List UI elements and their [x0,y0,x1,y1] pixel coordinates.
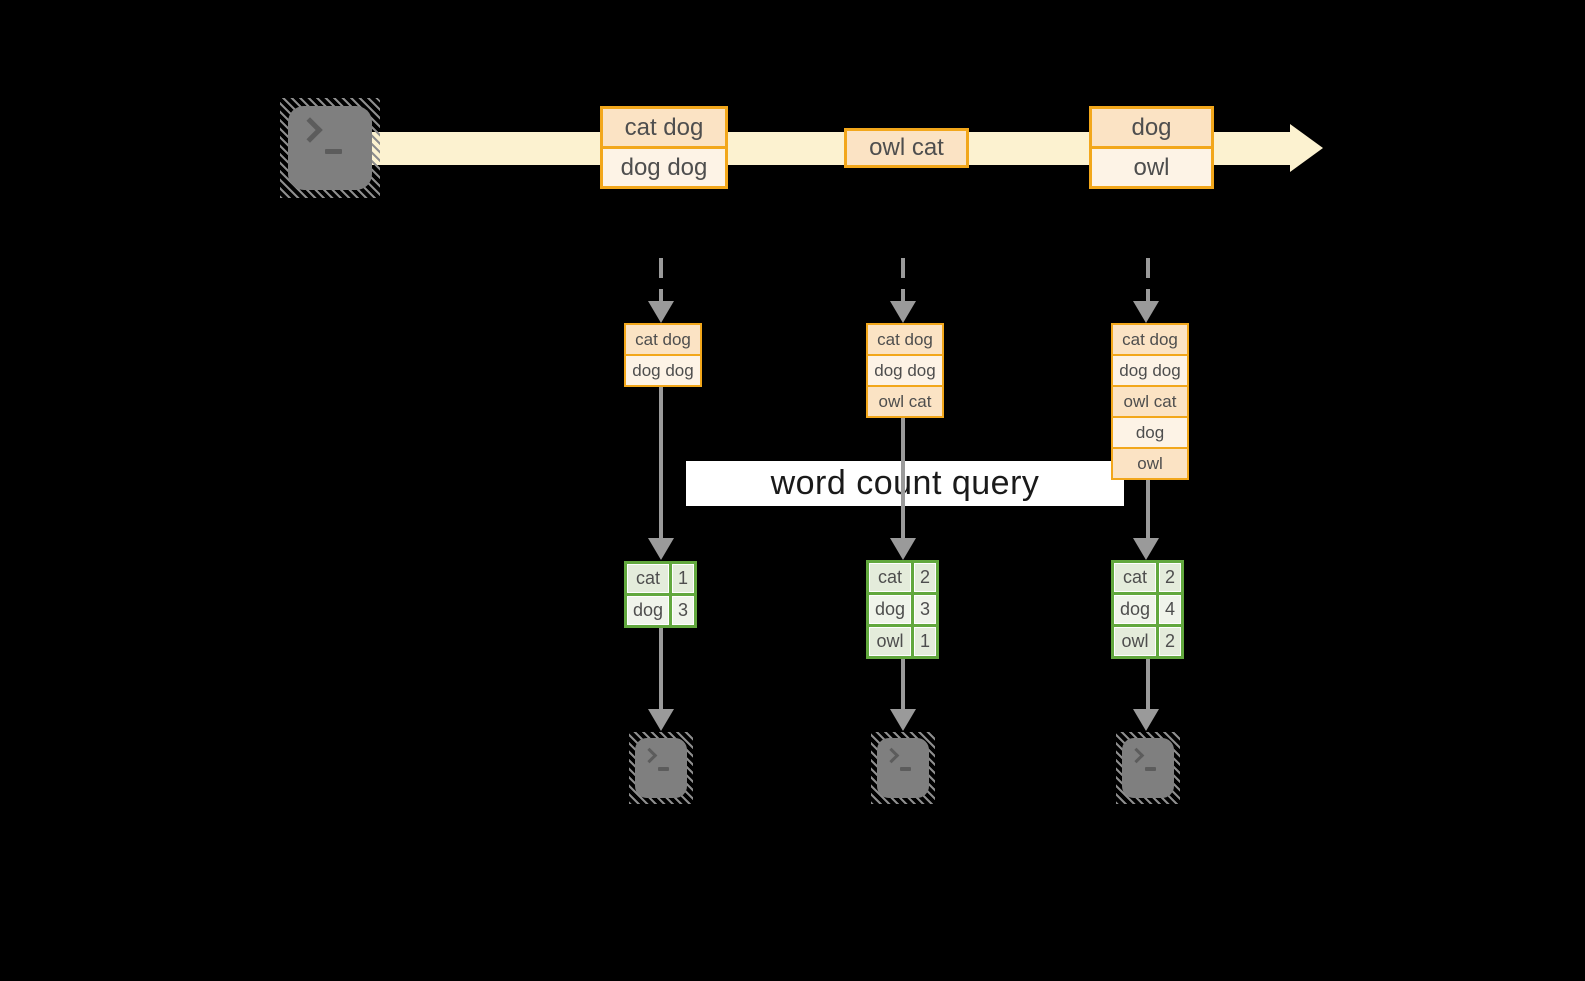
prompt-chevron-icon [883,747,900,764]
count-word-cell: cat [869,563,911,592]
state-line: owl [1113,449,1187,478]
state-line: cat dog [868,325,942,354]
count-value-cell: 1 [672,564,694,593]
sink-arrow [659,628,663,711]
state-box-2: cat dog dog dog owl cat [866,323,944,418]
query-arrow-head [648,538,674,560]
state-line: cat dog [1113,325,1187,354]
prompt-cursor-icon [900,767,911,771]
state-box-1: cat dog dog dog [624,323,702,387]
stream-event-box-2: owl cat [844,128,969,168]
prompt-cursor-icon [658,767,669,771]
stream-source-terminal-icon [280,98,380,198]
count-word-cell: owl [869,627,911,656]
count-word-cell: cat [1114,563,1156,592]
count-value-cell: 1 [914,627,936,656]
count-value-cell: 3 [914,595,936,624]
state-line: cat dog [626,325,700,354]
state-line: dog [1113,418,1187,447]
sink-arrow-head [648,709,674,731]
sink-terminal-icon-3 [1116,732,1180,804]
count-word-cell: cat [627,564,669,593]
state-input-arrow [659,258,663,304]
state-input-arrow [1146,258,1150,304]
terminal-body [288,106,372,190]
state-input-arrow-head [648,301,674,323]
count-word-cell: owl [1114,627,1156,656]
count-value-cell: 2 [914,563,936,592]
count-word-cell: dog [869,595,911,624]
event-line: dog dog [603,149,725,186]
state-input-arrow-head [1133,301,1159,323]
query-label: word count query [770,464,1040,502]
count-value-cell: 2 [1159,563,1181,592]
prompt-chevron-icon [1128,747,1145,764]
query-arrow [1146,480,1150,540]
count-value-cell: 2 [1159,627,1181,656]
state-box-3: cat dog dog dog owl cat dog owl [1111,323,1189,480]
query-banner: word count query [686,461,1124,506]
state-input-arrow-head [890,301,916,323]
sink-terminal-icon-2 [871,732,935,804]
count-table-3: cat 2 dog 4 owl 2 [1111,560,1184,659]
stream-event-box-3: dog owl [1089,106,1214,189]
query-arrow [659,387,663,540]
query-arrow [901,418,905,540]
prompt-cursor-icon [1145,767,1156,771]
state-line: owl cat [1113,387,1187,416]
stream-arrow-head [1290,124,1323,172]
event-line: dog [1092,109,1211,146]
prompt-chevron-icon [297,117,323,143]
count-value-cell: 4 [1159,595,1181,624]
count-value-cell: 3 [672,596,694,625]
event-line: cat dog [603,109,725,146]
state-line: dog dog [1113,356,1187,385]
count-word-cell: dog [627,596,669,625]
terminal-body [877,738,929,798]
query-arrow-head [890,538,916,560]
event-line: owl cat [847,131,966,165]
terminal-body [1122,738,1174,798]
sink-arrow [901,659,905,711]
count-table-1: cat 1 dog 3 [624,561,697,628]
query-arrow-head [1133,538,1159,560]
prompt-chevron-icon [641,747,658,764]
terminal-body [635,738,687,798]
sink-arrow-head [890,709,916,731]
prompt-cursor-icon [325,149,342,154]
state-input-arrow [901,258,905,304]
sink-arrow-head [1133,709,1159,731]
event-line: owl [1092,149,1211,186]
state-line: owl cat [868,387,942,416]
count-table-2: cat 2 dog 3 owl 1 [866,560,939,659]
stream-event-box-1: cat dog dog dog [600,106,728,189]
state-line: dog dog [626,356,700,385]
sink-arrow [1146,659,1150,711]
sink-terminal-icon-1 [629,732,693,804]
state-line: dog dog [868,356,942,385]
count-word-cell: dog [1114,595,1156,624]
